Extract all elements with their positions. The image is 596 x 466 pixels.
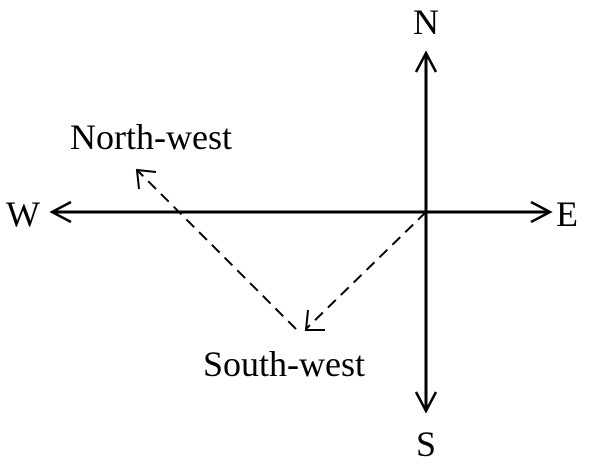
south-west-path	[305, 211, 427, 330]
south-arrowhead	[414, 391, 438, 414]
north-west-path	[137, 170, 297, 330]
north-west-arrowhead	[135, 168, 157, 190]
label-south: S	[416, 424, 436, 464]
east-arrowhead	[530, 200, 553, 224]
label-east: E	[556, 194, 578, 234]
label-north-west: North-west	[70, 117, 232, 157]
north-arrowhead	[414, 50, 438, 73]
label-north: N	[413, 2, 439, 42]
label-west: W	[6, 194, 40, 234]
label-south-west: South-west	[203, 344, 365, 384]
south-west-arrowhead	[304, 309, 325, 331]
west-arrowhead	[49, 200, 72, 224]
